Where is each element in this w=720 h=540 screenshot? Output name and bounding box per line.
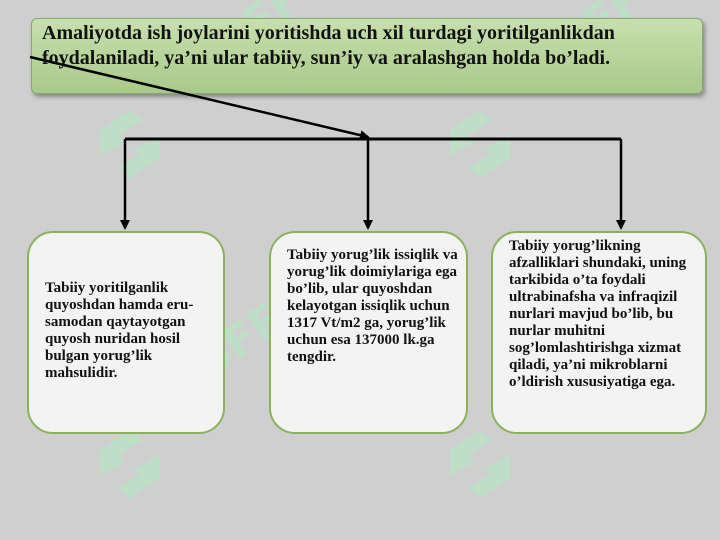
card-text: Tabiiy yorug’likning afzalliklari shunda… [509,238,687,390]
card-natural-light-advantages: Tabiiy yorug’likning afzalliklari shunda… [491,231,707,434]
card-natural-light-source: Tabiiy yoritilganlik quyoshdan hamda eru… [27,231,225,434]
title-box: Amaliyotda ish joylarini yoritishda uch … [31,18,703,94]
card-natural-light-constants: Tabiiy yorug’lik issiqlik va yorug’lik d… [269,231,468,434]
slide-title: Amaliyotda ish joylarini yoritishda uch … [42,22,615,69]
card-text: Tabiiy yoritilganlik quyoshdan hamda eru… [45,280,194,381]
diagonal-arrow [29,55,370,141]
card-text: Tabiiy yorug’lik issiqlik va yorug’lik d… [287,247,458,365]
